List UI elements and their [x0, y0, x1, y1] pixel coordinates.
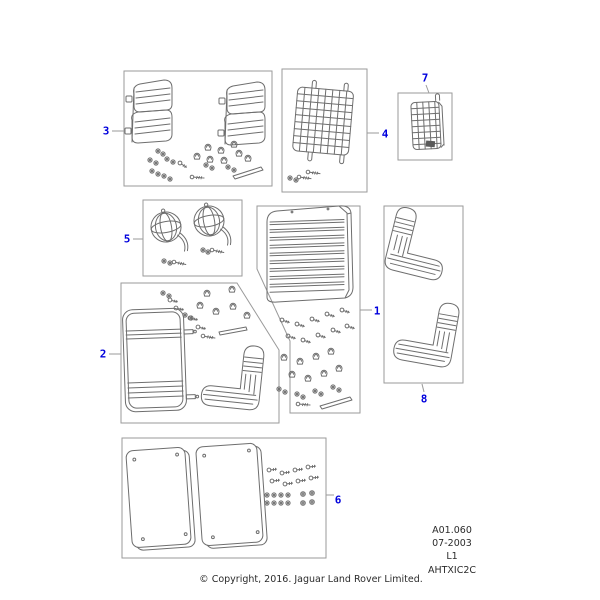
panel-box-7 — [397, 92, 453, 161]
wire-mesh-guard-illustration — [287, 79, 354, 184]
callout-leader-lines — [109, 84, 430, 496]
callout-5[interactable]: 5 — [123, 232, 131, 246]
panel-frames — [120, 68, 464, 559]
panel-box-1 — [256, 205, 361, 414]
panel-box-3 — [123, 70, 273, 187]
louvred-grille-guard-illustration — [266, 205, 355, 411]
callout-7[interactable]: 7 — [421, 71, 429, 85]
callout-7-line — [425, 84, 430, 94]
mud-flap-panels-illustration — [125, 442, 320, 551]
callout-2[interactable]: 2 — [99, 347, 107, 361]
callout-4[interactable]: 4 — [381, 127, 389, 141]
panel-box-4 — [281, 68, 368, 193]
copyright-text: © Copyright, 2016. Jaguar Land Rover Lim… — [199, 574, 423, 585]
callout-6[interactable]: 6 — [334, 493, 342, 507]
plate-revision-date: 07-2003 — [432, 538, 472, 550]
small-mesh-guard-illustration — [410, 93, 445, 150]
callout-8[interactable]: 8 — [420, 392, 428, 406]
callout-8-line — [421, 383, 425, 393]
plate-info-block: A01.060 07-2003 L1 AHTXIC2C — [402, 524, 502, 577]
rear-lamp-guards-illustration — [124, 79, 266, 184]
plate-reference-code: AHTXIC2C — [427, 564, 477, 576]
panel-box-8 — [383, 205, 464, 384]
corner-lamp-guards-illustration — [382, 205, 461, 369]
round-wire-lamp-guards-illustration — [147, 199, 233, 269]
callout-1[interactable]: 1 — [373, 304, 381, 318]
guard-frame-and-corner-guard-illustration — [122, 285, 266, 413]
callout-3[interactable]: 3 — [102, 124, 110, 138]
plate-drawing-number: A01.060 — [432, 525, 472, 536]
panel-box-5 — [142, 199, 243, 277]
panel-box-6 — [121, 437, 327, 559]
plate-sheet: L1 — [446, 551, 458, 563]
